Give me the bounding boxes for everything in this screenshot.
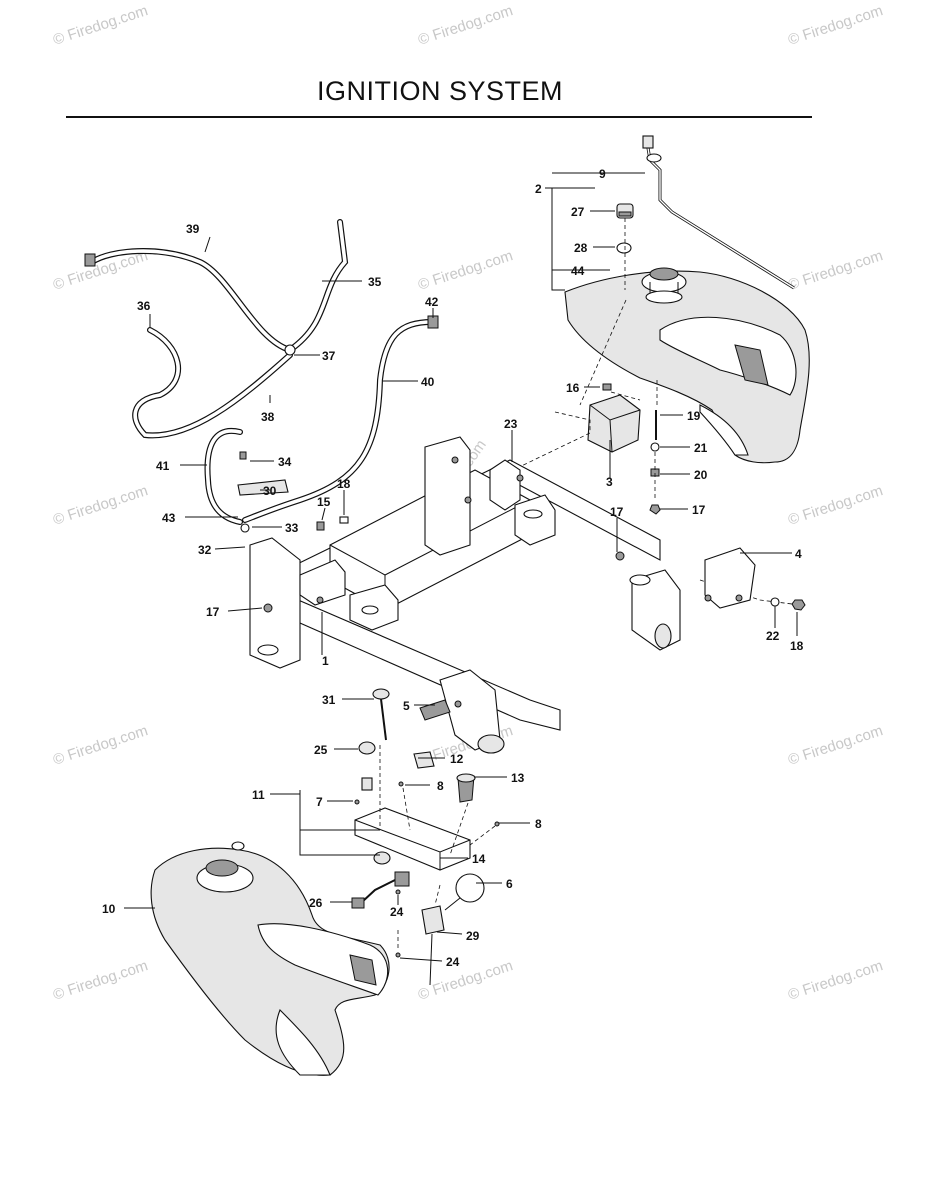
callout-2: 2 — [535, 182, 542, 196]
tank-bracket — [587, 383, 661, 515]
callout-8b: 8 — [535, 817, 542, 831]
callout-39: 39 — [186, 222, 200, 236]
callout-9: 9 — [599, 167, 606, 181]
callout-5: 5 — [403, 699, 410, 713]
callout-15: 15 — [317, 495, 331, 509]
fuel-tank-lower — [150, 841, 390, 1076]
callout-41: 41 — [156, 459, 170, 473]
frame — [249, 436, 756, 754]
callout-19: 19 — [687, 409, 701, 423]
callout-28: 28 — [574, 241, 588, 255]
callout-29: 29 — [466, 929, 480, 943]
callout-27: 27 — [571, 205, 585, 219]
watermark: © Firedog.com — [786, 957, 885, 1004]
watermark: © Firedog.com — [51, 957, 150, 1004]
watermark: © Firedog.com — [51, 722, 150, 769]
fuel-tank-upper — [564, 267, 810, 464]
callout-23: 23 — [504, 417, 518, 431]
callout-17: 17 — [692, 503, 706, 517]
callout-3: 3 — [606, 475, 613, 489]
watermark: © Firedog.com — [51, 482, 150, 529]
callout-13: 13 — [511, 771, 525, 785]
page-title: IGNITION SYSTEM — [316, 76, 564, 106]
callout-11: 11 — [252, 788, 265, 802]
callout-1: 1 — [322, 654, 329, 668]
vent-tube — [642, 135, 795, 290]
callout-18: 18 — [337, 477, 351, 491]
callout-21: 21 — [694, 441, 708, 455]
callout-36: 36 — [137, 299, 151, 313]
watermark: © Firedog.com — [786, 722, 885, 769]
callout-42: 42 — [425, 295, 439, 309]
callout-26: 26 — [309, 896, 323, 910]
watermark: © Firedog.com — [416, 2, 515, 49]
callout-25: 25 — [314, 743, 328, 757]
callout-labels: 1 2 3 4 5 6 7 8 8 9 10 11 12 13 14 15 16… — [102, 167, 804, 969]
callout-16: 16 — [566, 381, 580, 395]
callout-12: 12 — [450, 752, 464, 766]
callout-8: 8 — [437, 779, 444, 793]
callout-40: 40 — [421, 375, 435, 389]
callout-30: 30 — [263, 484, 277, 498]
fuel-hoses — [84, 219, 439, 525]
watermark: © Firedog.com — [786, 2, 885, 49]
callout-33: 33 — [285, 521, 299, 535]
watermark: © Firedog.com — [786, 247, 885, 294]
left-hardware — [237, 451, 349, 533]
ignition-parts — [299, 688, 500, 986]
callout-10: 10 — [102, 902, 116, 916]
callout-34: 34 — [278, 455, 292, 469]
callout-14: 14 — [472, 852, 486, 866]
callout-17c: 17 — [206, 605, 220, 619]
callout-6: 6 — [506, 877, 513, 891]
watermark: © Firedog.com — [51, 2, 150, 49]
callout-24: 24 — [390, 905, 404, 919]
callout-38: 38 — [261, 410, 275, 424]
callout-44: 44 — [571, 264, 585, 278]
callout-18b: 18 — [790, 639, 804, 653]
callout-35: 35 — [368, 275, 382, 289]
callout-22: 22 — [766, 629, 780, 643]
callout-31: 31 — [322, 693, 336, 707]
watermark: © Firedog.com — [786, 482, 885, 529]
callout-43: 43 — [162, 511, 176, 525]
callout-37: 37 — [322, 349, 336, 363]
callout-7: 7 — [316, 795, 323, 809]
cap-parts — [616, 203, 634, 254]
callout-32: 32 — [198, 543, 212, 557]
callout-17b: 17 — [610, 505, 624, 519]
leader-lines — [124, 172, 798, 962]
title-rule — [66, 116, 812, 118]
callout-24b: 24 — [446, 955, 460, 969]
right-hardware — [704, 594, 806, 611]
watermark: © Firedog.com — [416, 247, 515, 294]
callout-4: 4 — [795, 547, 802, 561]
callout-20: 20 — [694, 468, 708, 482]
